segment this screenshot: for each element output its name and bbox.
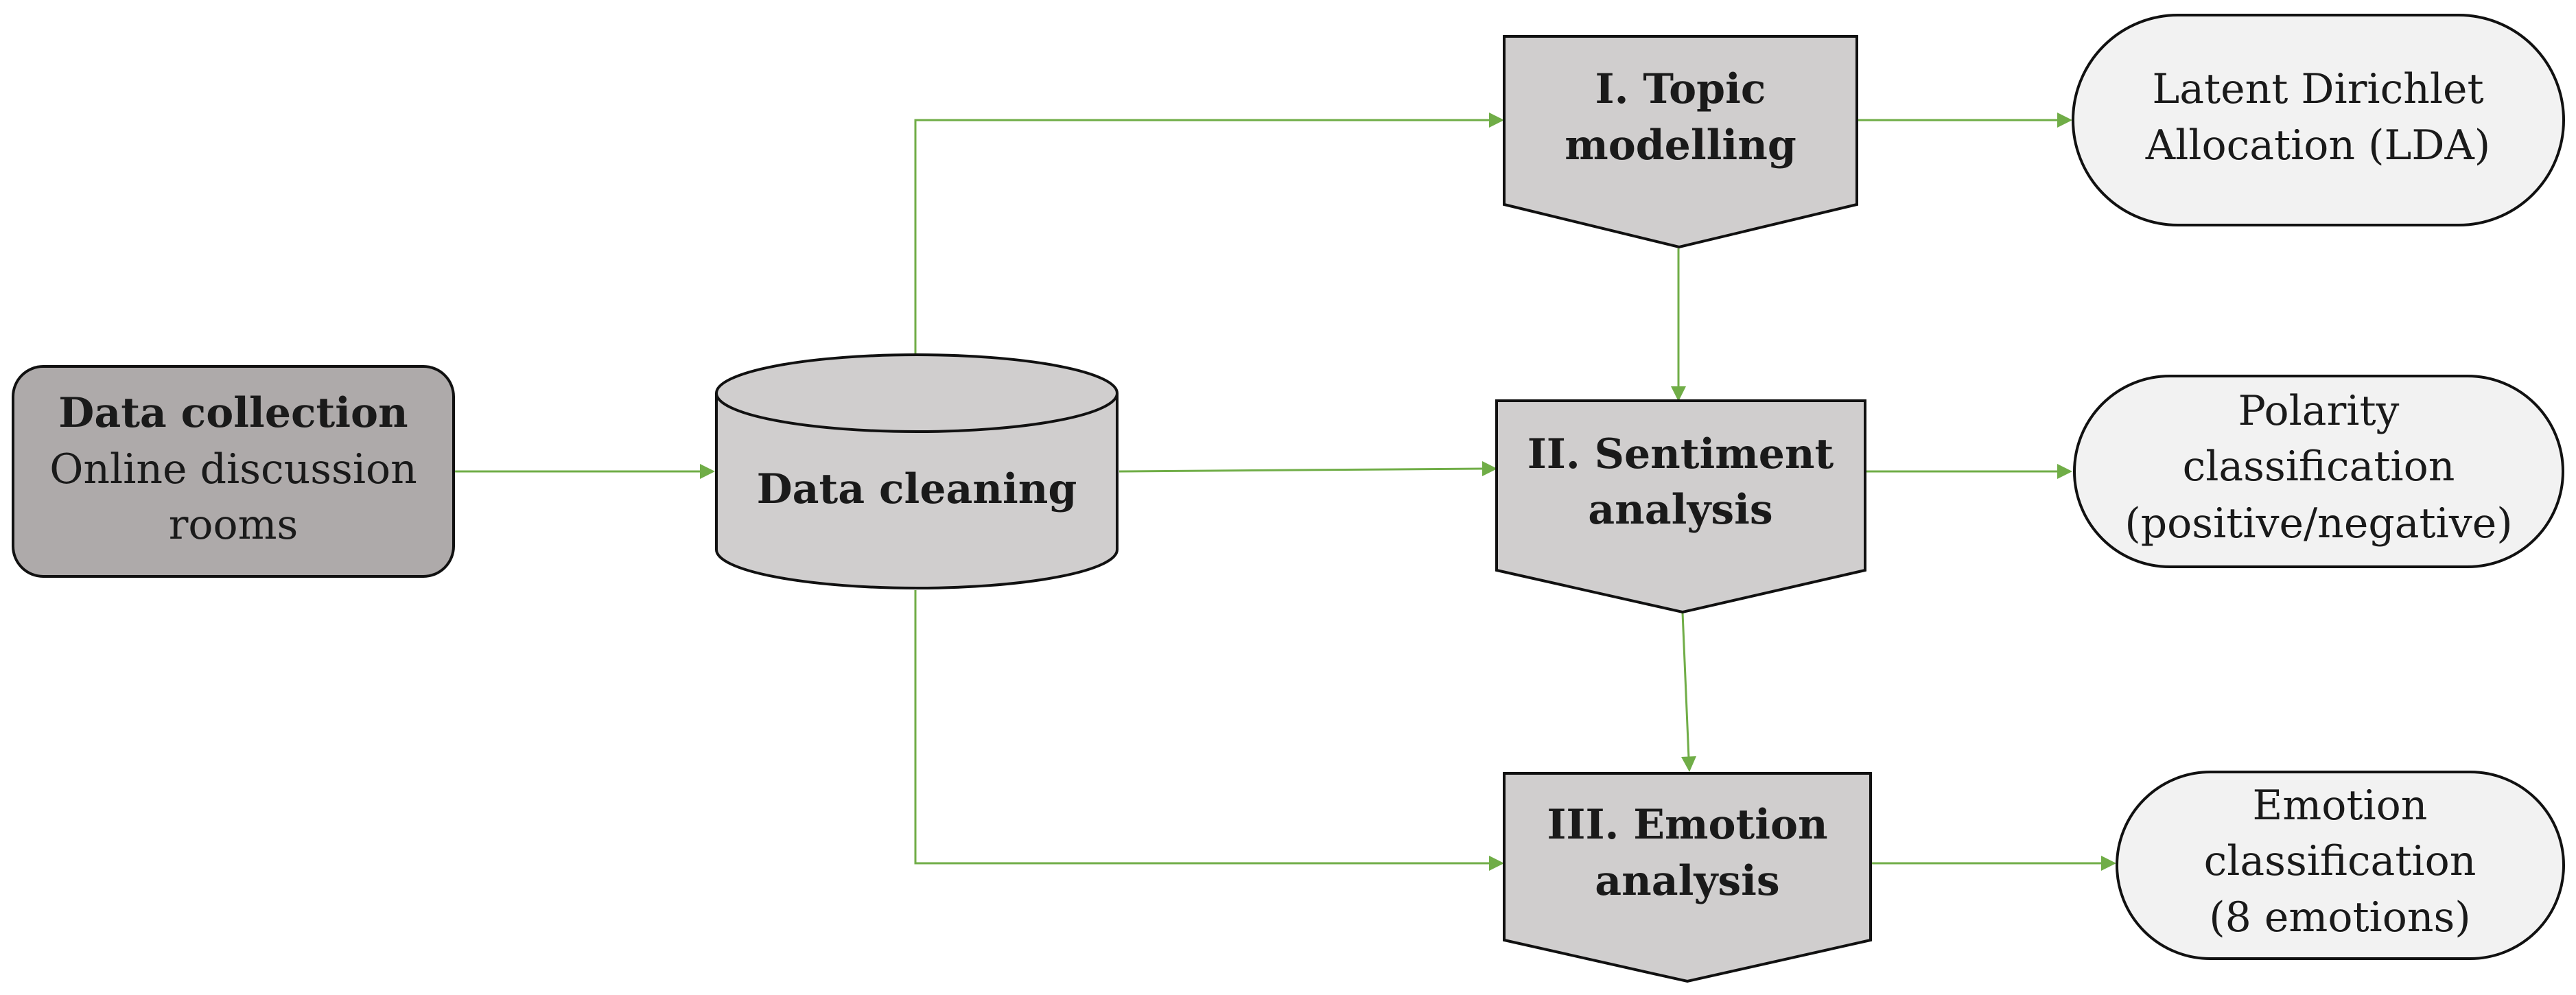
polarity-output-line3: (positive/negative) (2124, 500, 2512, 548)
data-collection-line1: Online discussion (49, 445, 417, 493)
topic-modelling-shape (1503, 35, 1858, 249)
topic-modelling-node: I. Topic modelling (1503, 35, 1858, 249)
arrow-topic-to-lda (1858, 113, 2072, 128)
topic-modelling-line2: modelling (1565, 121, 1796, 169)
emotion-analysis-line2: analysis (1595, 857, 1779, 905)
sentiment-analysis-shape (1495, 399, 1866, 614)
arrow-sentiment-to-polarity (1865, 464, 2072, 479)
data-collection-box (12, 365, 455, 578)
emotion-analysis-node: III. Emotion analysis (1503, 772, 1872, 983)
sentiment-analysis-line2: analysis (1588, 486, 1772, 534)
arrow-topic-to-sentiment (1671, 248, 1686, 401)
sentiment-analysis-line1: II. Sentiment (1527, 430, 1834, 478)
arrow-collection-to-cleaning (455, 464, 715, 479)
emotion-classification-output-box (2116, 771, 2565, 960)
topic-modelling-line1: I. Topic (1595, 65, 1766, 113)
data-collection-node: Data collection Online discussion rooms (12, 365, 455, 578)
data-cleaning-cylinder-top (715, 353, 1119, 433)
polarity-output-box (2073, 375, 2564, 568)
lda-output-box (2072, 14, 2565, 226)
emotion-analysis-shape (1503, 772, 1872, 983)
data-collection-title: Data collection (58, 389, 408, 437)
arrow-cleaning-to-topic (914, 113, 1504, 354)
sentiment-analysis-node: II. Sentiment analysis (1495, 399, 1866, 614)
arrow-cleaning-to-emotion (914, 590, 1504, 871)
polarity-output-node: Polarity classification (positive/negati… (2073, 375, 2564, 568)
emotion-analysis-line1: III. Emotion (1547, 801, 1827, 849)
data-cleaning-cylinder-body (715, 393, 1119, 589)
emotion-classification-line2: classification (2204, 837, 2477, 885)
data-cleaning-label: Data cleaning (757, 465, 1077, 513)
arrow-emotion-to-classification (1871, 856, 2116, 871)
connectors (455, 113, 2116, 871)
emotion-classification-line1: Emotion (2253, 782, 2428, 830)
lda-output-node: Latent Dirichlet Allocation (LDA) (2072, 14, 2565, 226)
lda-output-line2: Allocation (LDA) (2145, 121, 2490, 169)
arrow-cleaning-to-sentiment (1119, 461, 1497, 476)
polarity-output-line1: Polarity (2238, 387, 2400, 435)
arrow-sentiment-to-emotion (1681, 612, 1696, 772)
emotion-classification-line3: (8 emotions) (2209, 893, 2470, 941)
lda-output-line1: Latent Dirichlet (2152, 65, 2483, 113)
polarity-output-line2: classification (2183, 443, 2455, 491)
data-collection-line2: rooms (169, 501, 298, 549)
data-cleaning-node: Data cleaning (715, 353, 1119, 589)
emotion-classification-output-node: Emotion classification (8 emotions) (2116, 771, 2565, 960)
